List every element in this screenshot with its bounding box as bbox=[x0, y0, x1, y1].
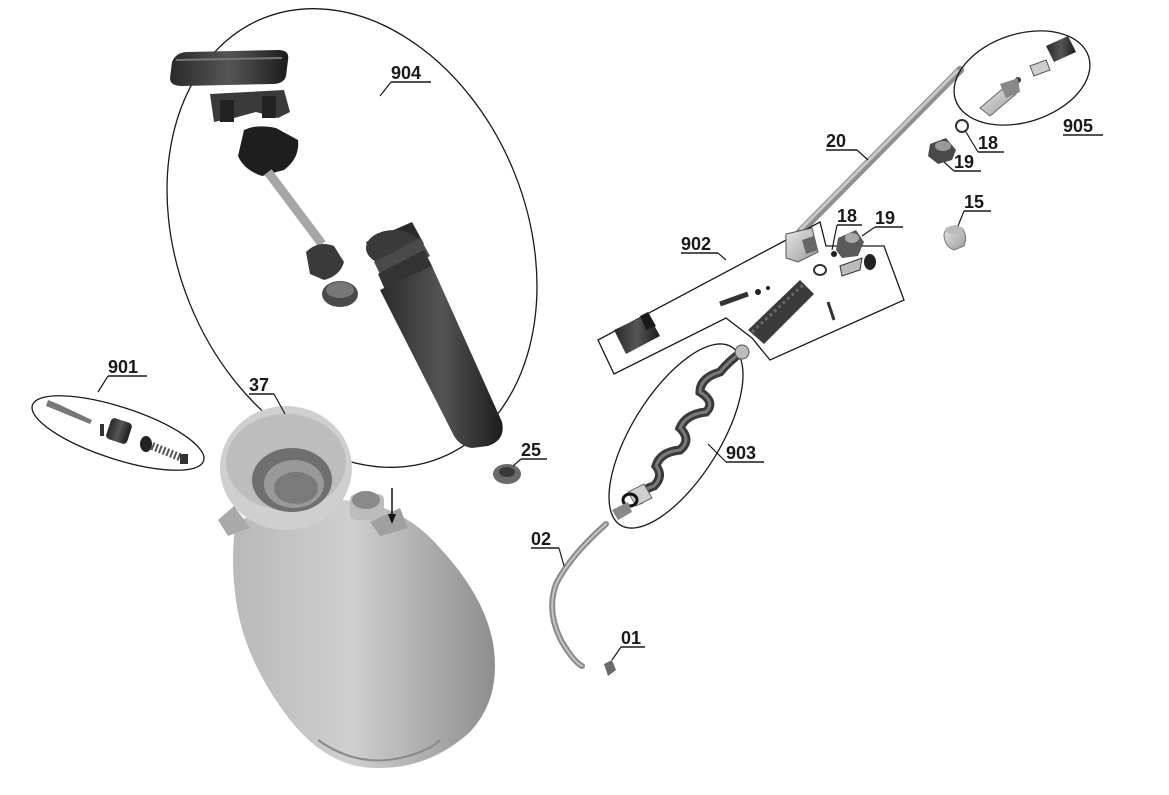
nut-19-lower bbox=[836, 230, 864, 258]
part-number-37: 37 bbox=[249, 375, 269, 395]
part-number-904: 904 bbox=[391, 63, 421, 83]
part-number-902: 902 bbox=[681, 234, 711, 254]
part-number-25: 25 bbox=[521, 440, 541, 460]
part-number-01: 01 bbox=[621, 628, 641, 648]
nozzle-assembly-group bbox=[953, 30, 1091, 133]
valve-assembly-group bbox=[31, 395, 205, 471]
label-15: 15 bbox=[957, 192, 991, 227]
hose-group-outline bbox=[608, 343, 744, 529]
filter-01 bbox=[604, 660, 616, 676]
pump-assembly-group bbox=[166, 8, 538, 468]
label-37: 37 bbox=[249, 375, 286, 415]
part-number-20: 20 bbox=[826, 131, 846, 151]
part-number-15: 15 bbox=[964, 192, 984, 212]
part-number-19-upper: 19 bbox=[954, 152, 974, 172]
label-903: 903 bbox=[707, 443, 764, 463]
part-number-903: 903 bbox=[726, 443, 756, 463]
label-25: 25 bbox=[512, 440, 547, 467]
nozzle-group-outline bbox=[953, 30, 1091, 126]
label-01: 01 bbox=[611, 628, 645, 661]
tank bbox=[218, 406, 495, 769]
label-02: 02 bbox=[531, 529, 565, 567]
nut-19-upper bbox=[928, 138, 956, 164]
pump-handle bbox=[170, 50, 290, 122]
part-number-18-lower: 18 bbox=[837, 206, 857, 226]
label-901: 901 bbox=[97, 357, 147, 393]
part-number-18-upper: 18 bbox=[978, 133, 998, 153]
label-904: 904 bbox=[379, 63, 431, 97]
label-20: 20 bbox=[826, 131, 869, 161]
label-18-lower: 18 bbox=[831, 206, 862, 251]
seal-disc-25 bbox=[493, 464, 521, 484]
label-18-upper: 18 bbox=[965, 131, 1004, 153]
cap-15 bbox=[943, 225, 967, 251]
pump-rod bbox=[238, 126, 358, 307]
valve-group-outline bbox=[31, 395, 205, 471]
part-number-19-lower: 19 bbox=[875, 208, 895, 228]
label-902: 902 bbox=[681, 234, 727, 261]
tube-02 bbox=[549, 521, 609, 669]
pump-group-outline bbox=[166, 8, 538, 468]
part-number-02: 02 bbox=[531, 529, 551, 549]
spray-lance-20 bbox=[796, 66, 964, 236]
label-19-lower: 19 bbox=[861, 208, 903, 237]
label-905: 905 bbox=[1063, 116, 1103, 136]
trigger-assembly-group bbox=[597, 221, 905, 375]
pump-cylinder bbox=[366, 222, 503, 448]
part-number-905: 905 bbox=[1063, 116, 1093, 136]
trigger-group-outline bbox=[597, 221, 905, 375]
hose-assembly-group bbox=[608, 343, 750, 529]
part-number-901: 901 bbox=[108, 357, 138, 377]
label-19-upper: 19 bbox=[943, 152, 981, 172]
